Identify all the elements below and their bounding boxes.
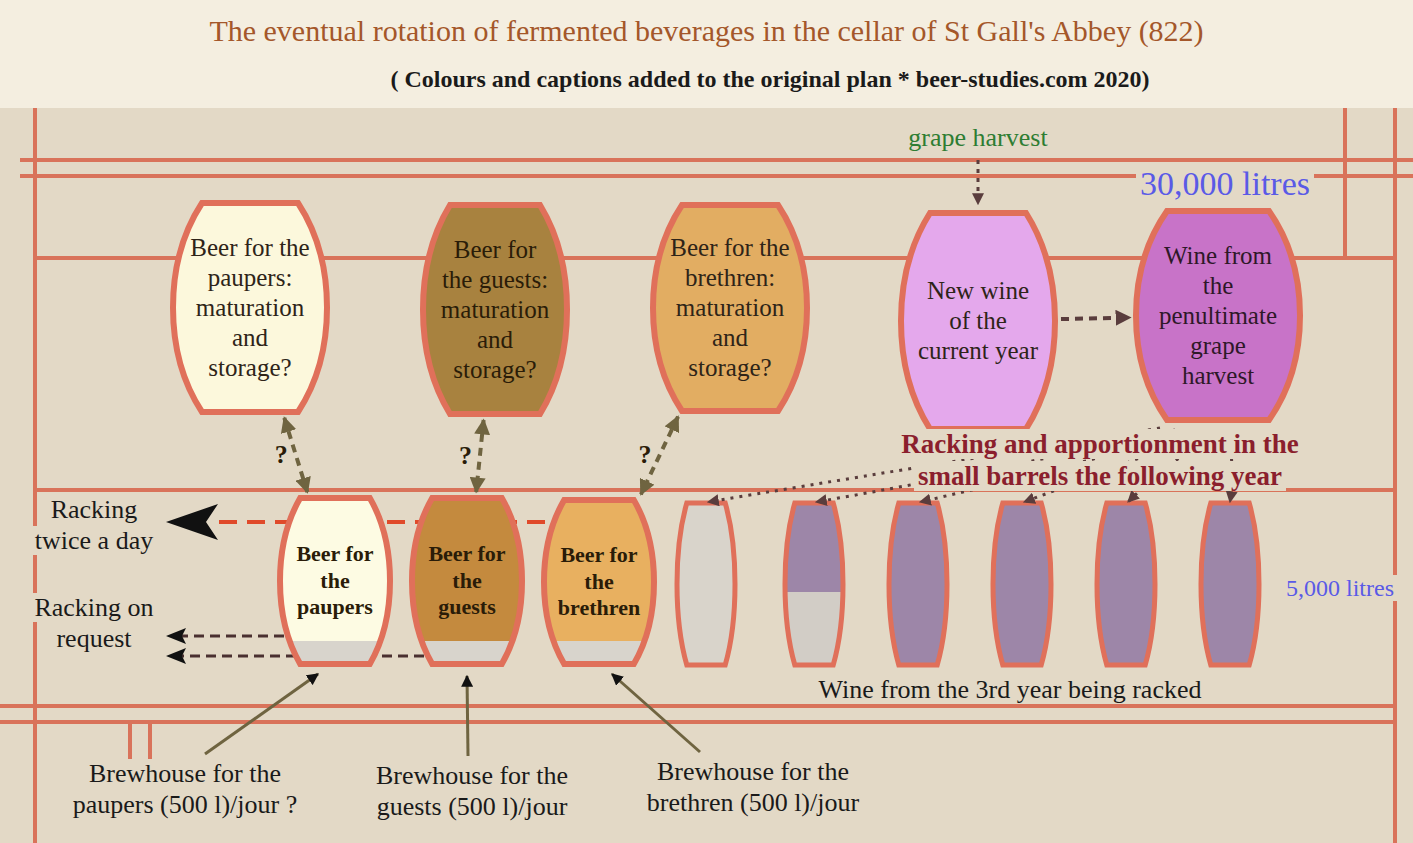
label-patch: grape harvest: [904, 123, 1051, 152]
barrel: Beer for the brethren: [541, 497, 657, 667]
note-label: Brewhouse for the brethren (500 l)/jour: [622, 756, 884, 818]
note-label: Brewhouse for the guests (500 l)/jour: [352, 760, 592, 822]
barrel-text-box: New wine of the current year: [898, 210, 1058, 432]
arrowhead: [166, 628, 186, 644]
barrel-text-box: Beer for the guests: [409, 495, 525, 667]
barrel-label: Beer for the guests: [423, 541, 511, 620]
arrowhead: [166, 648, 186, 664]
request-line: [180, 635, 300, 638]
label-patch: Racking twice a day: [31, 495, 157, 555]
barrel-shape: [901, 213, 1055, 429]
brewhouse-arrow: [467, 676, 468, 756]
caption: ( Colours and captions added to the orig…: [140, 66, 1400, 93]
note-label: Racking on request: [28, 592, 160, 654]
brewhouse-arrows: [205, 674, 700, 756]
plan-line: [1343, 108, 1347, 258]
barrel-label: Beer for the paupers: maturation and sto…: [189, 233, 311, 383]
edge-label: ?: [275, 441, 288, 470]
barrel-text-box: Beer for the paupers: maturation and sto…: [170, 200, 330, 415]
barrel-text-box: Beer for the brethren: [541, 497, 657, 667]
barrel-label: Wine from the penultimate grape harvest: [1153, 241, 1283, 391]
barrel-label: Beer for the guests: maturation and stor…: [438, 235, 552, 385]
connector: [476, 420, 483, 492]
small-barrels: [677, 503, 1259, 665]
label-patch: Racking on request: [30, 593, 157, 653]
label-patch: Brewhouse for the brethren (500 l)/jour: [643, 757, 863, 817]
plan-line: [33, 108, 37, 843]
barrel-shape: [423, 205, 567, 414]
barrel: Beer for the brethren: maturation and st…: [650, 202, 810, 414]
arrowhead: [166, 504, 218, 540]
barrel-label: Beer for the brethren: maturation and st…: [669, 233, 791, 383]
barrel: Beer for the paupers: [277, 495, 393, 667]
wine-barrel: [1201, 503, 1259, 665]
note-label: grape harvest: [878, 122, 1078, 153]
header-band: [0, 0, 1413, 108]
brewhouse-arrow: [612, 674, 700, 752]
barrel: New wine of the current year: [898, 210, 1058, 432]
barrel-shape: [173, 203, 327, 412]
barrel-label: Beer for the brethren: [555, 542, 643, 621]
wine-barrel: [889, 503, 947, 665]
barrel-shape: [412, 498, 522, 664]
barrel-label: Beer for the paupers: [291, 541, 379, 620]
note-label: 5,000 litres: [1272, 574, 1408, 603]
barrel: Beer for the paupers: maturation and sto…: [170, 200, 330, 415]
note-label: Brewhouse for the paupers (500 l)/jour ?: [60, 758, 310, 820]
barrel-text-box: Beer for the paupers: [277, 495, 393, 667]
wine-barrel: [1097, 503, 1155, 665]
plan-lines: [0, 108, 1413, 843]
barrel-shape: [280, 498, 390, 664]
plan-line: [148, 722, 152, 760]
wine-barrel: [993, 503, 1051, 665]
plan-line: [0, 720, 1395, 724]
label-patch: Brewhouse for the guests (500 l)/jour: [372, 761, 572, 821]
note-label: 30,000 litres: [1110, 164, 1340, 205]
label-patch: 30,000 litres: [1136, 165, 1314, 202]
plan-line: [1393, 108, 1397, 843]
barrel: Wine from the penultimate grape harvest: [1133, 208, 1303, 423]
label-patch: Wine from the 3rd year being racked: [814, 675, 1205, 704]
note-label: Racking twice a day: [28, 494, 160, 556]
note-label: Racking and apportionment in the small b…: [866, 428, 1334, 493]
barrel-label: New wine of the current year: [917, 276, 1039, 366]
barrel-shape: [653, 205, 807, 411]
barrel-shape: [544, 500, 654, 664]
note-label: Wine from the 3rd year being racked: [740, 674, 1280, 705]
brewhouse-arrow: [205, 674, 318, 754]
plan-line: [0, 704, 1395, 708]
wine-barrel: [785, 503, 843, 665]
label-patch: 5,000 litres: [1282, 575, 1398, 601]
barrel: Beer for the guests: maturation and stor…: [420, 202, 570, 417]
barrel-text-box: Beer for the guests: maturation and stor…: [420, 202, 570, 417]
barrel: Beer for the guests: [409, 495, 525, 667]
label-patch: Racking and apportionment in the small b…: [897, 429, 1303, 491]
barrel-text-box: Wine from the penultimate grape harvest: [1133, 208, 1303, 423]
edge-label: ?: [459, 442, 472, 471]
harvest-arrow: [977, 160, 980, 204]
plan-line: [20, 158, 1413, 162]
title: The eventual rotation of fermented bever…: [0, 14, 1413, 48]
label-patch: Brewhouse for the paupers (500 l)/jour ?: [69, 759, 302, 819]
plan-line: [128, 722, 132, 760]
wine-barrel: [677, 503, 735, 665]
edge-label: ?: [638, 441, 651, 470]
barrel-text-box: Beer for the brethren: maturation and st…: [650, 202, 810, 414]
barrel-shape: [1136, 211, 1300, 420]
connector: [1061, 318, 1130, 320]
